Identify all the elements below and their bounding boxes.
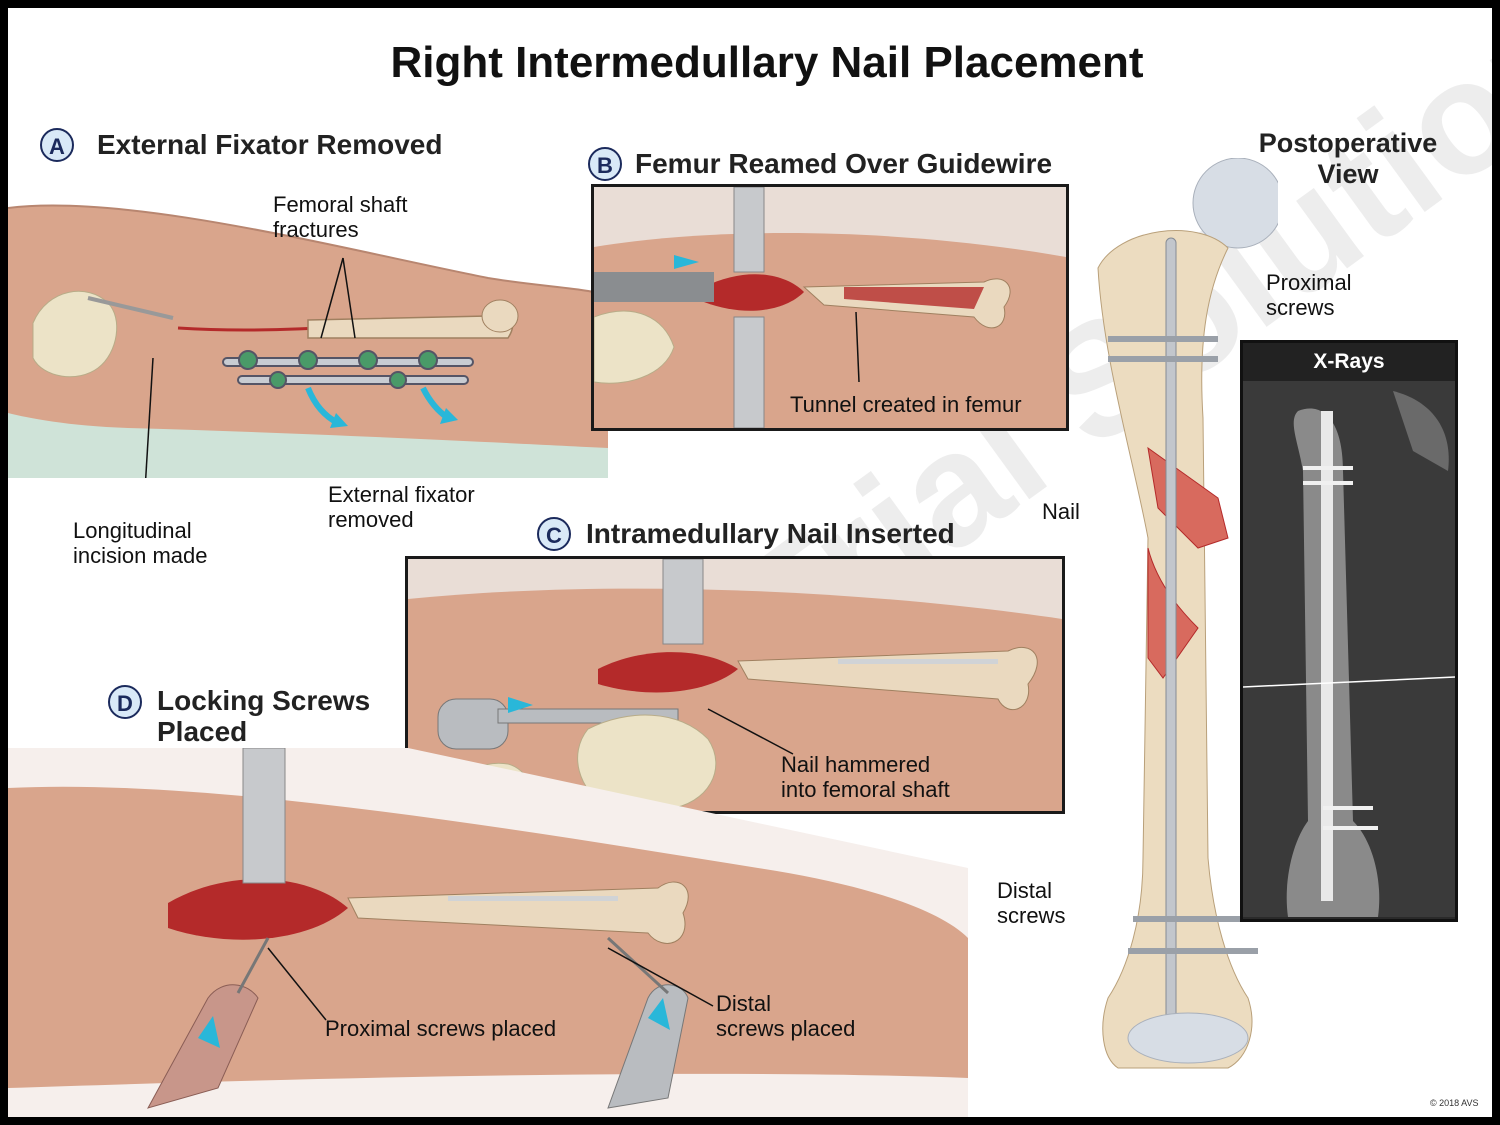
postop-title: Postoperative View [1258,128,1438,189]
panel-b-illustration [594,187,1066,428]
panel-d-title: Locking Screws Placed [157,685,371,747]
xray-image [1242,381,1456,917]
postop-femur-illustration [1097,158,1278,1069]
label-proximal-screws: Proximal screws [1266,270,1352,320]
distal-drill [606,936,689,1109]
label-distal-screws: Distal screws [997,878,1066,928]
panel-a-badge: A [40,128,74,162]
panel-c-title: Intramedullary Nail Inserted [586,518,955,549]
panel-d-badge: D [108,685,142,719]
panel-a-title: External Fixator Removed [97,129,443,160]
xray-title: X-Rays [1243,343,1455,381]
label-external-fixator-removed: External fixator removed [328,482,475,532]
label-longitudinal-incision: Longitudinal incision made [73,518,208,568]
surgeon-hand [32,290,118,378]
panel-b-title: Femur Reamed Over Guidewire [635,148,1053,179]
page-title: Right Intermedullary Nail Placement [390,38,1144,87]
copyright: © 2018 AVS [1430,1098,1479,1108]
label-nail: Nail [1042,499,1080,524]
label-femoral-shaft-fractures: Femoral shaft fractures [273,192,408,242]
label-distal-screws-placed: Distal screws placed [716,991,856,1041]
label-nail-hammered: Nail hammered into femoral shaft [781,752,950,802]
illustration-frame: Total Trial Solutions Right Intermedulla… [8,8,1492,1117]
panel-c-badge: C [537,517,571,551]
label-proximal-screws-placed: Proximal screws placed [325,1016,557,1041]
panel-d-leg-illustration [8,748,968,1117]
label-tunnel-created: Tunnel created in femur [790,392,1022,417]
panel-a-leg-illustration [8,204,608,478]
proximal-drill [146,937,270,1109]
xray-panel: X-Rays [1240,340,1458,922]
external-fixator [222,350,474,389]
thigh-skin-d [8,786,968,1088]
panel-b-inset [591,184,1069,431]
panel-b-badge: B [588,147,622,181]
